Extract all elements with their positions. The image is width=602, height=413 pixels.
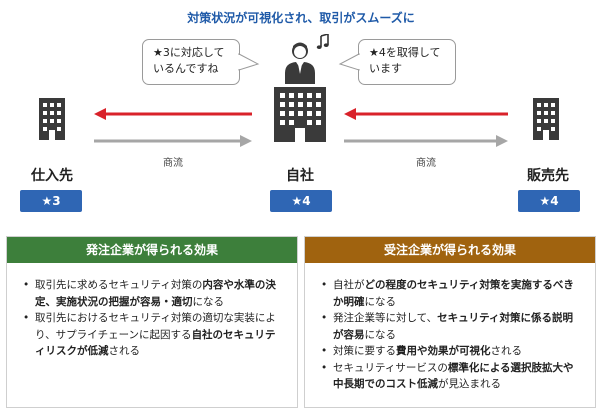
speech-bubble-right-line: います [369,62,402,75]
speech-bubble-left-line: いるんですね [153,62,219,75]
flow-arrows [94,108,508,147]
bullet-item: 自社がどの程度のセキュリティ対策を実施するべきか明確になる [321,277,581,310]
speech-bubble-tails [238,53,360,71]
music-note-icon [316,34,329,49]
entity-label-seller: 販売先 [527,168,569,184]
bullet-emphasis: どの程度のセキュリティ対策を実施するべきか明確 [333,279,574,308]
person-icon [285,42,315,84]
bullet-text: 発注企業等に対して、 [333,312,438,324]
building-icon [39,98,65,140]
star-badge-supplier: ★3 [20,190,82,212]
bullet-item: 対策に要する費用や効果が可視化される [321,343,581,360]
bullet-text: 対策に要する [333,345,396,357]
panel-receiving-company-list: 自社がどの程度のセキュリティ対策を実施するべきか明確になる発注企業等に対して、セ… [305,263,595,393]
bullet-text: が見込まれる [438,378,501,390]
bullet-text: セキュリティサービスの [333,361,448,374]
speech-bubble-right-tail [338,53,360,71]
star-badge-self: ★4 [270,190,332,212]
panel-receiving-company: 受注企業が得られる効果 自社がどの程度のセキュリティ対策を実施するべきか明確にな… [304,236,596,408]
bullet-text: 取引先に求めるセキュリティ対策の [35,279,203,291]
bullet-item: 取引先に求めるセキュリティ対策の内容や水準の決定、実施状況の把握が容易・適切にな… [23,277,283,310]
speech-bubble-right-line: ★4を取得して [369,46,441,59]
star-badge-seller: ★4 [518,190,580,212]
flow-label-right: 商流 [416,158,436,169]
bullet-text: 取引先におけるセキュリティ対策の適切な実装により、サプライチェーンに起因する [35,312,276,341]
bullet-text: になる [364,295,397,308]
speech-bubble-left-tail [238,53,260,71]
bullet-emphasis: 標準化による選択肢拡大や中長期でのコスト低減 [333,361,574,391]
bullet-item: 発注企業等に対して、セキュリティ対策に係る説明が容易になる [321,310,581,343]
panel-ordering-company-list: 取引先に求めるセキュリティ対策の内容や水準の決定、実施状況の把握が容易・適切にな… [7,263,297,360]
bullet-emphasis: 費用や効果が可視化 [396,345,491,357]
gray-arrow-right [344,135,508,147]
flow-label-left: 商流 [163,158,183,169]
bullet-item: セキュリティサービスの標準化による選択肢拡大や中長期でのコスト低減が見込まれる [321,360,581,393]
bullet-emphasis: 内容や水準の決定、実施状況の把握が容易・適切 [35,279,276,308]
bullet-text: になる [364,328,397,341]
red-arrow-right [344,108,508,120]
speech-bubble-left-line: ★3に対応して [153,46,225,59]
panel-ordering-company-title: 発注企業が得られる効果 [7,237,297,263]
entity-label-self: 自社 [286,168,314,184]
bullet-text: 自社が [333,279,365,291]
bullet-emphasis: セキュリティ対策に係る説明が容易 [333,312,574,341]
building-icon [533,98,559,140]
building-icon [274,87,326,142]
entity-label-supplier: 仕入先 [31,168,73,184]
bullet-text: される [490,345,523,357]
panel-ordering-company: 発注企業が得られる効果 取引先に求めるセキュリティ対策の内容や水準の決定、実施状… [6,236,298,408]
bullet-text: される [108,345,141,357]
bullet-text: になる [192,295,225,308]
bullet-item: 取引先におけるセキュリティ対策の適切な実装により、サプライチェーンに起因する自社… [23,310,283,360]
headline: 対策状況が可視化され、取引がスムーズに [187,11,415,25]
bullet-emphasis: 自社のセキュリティリスクが低減 [35,328,276,358]
red-arrow-left [94,108,252,120]
gray-arrow-left [94,135,252,147]
panel-receiving-company-title: 受注企業が得られる効果 [305,237,595,263]
